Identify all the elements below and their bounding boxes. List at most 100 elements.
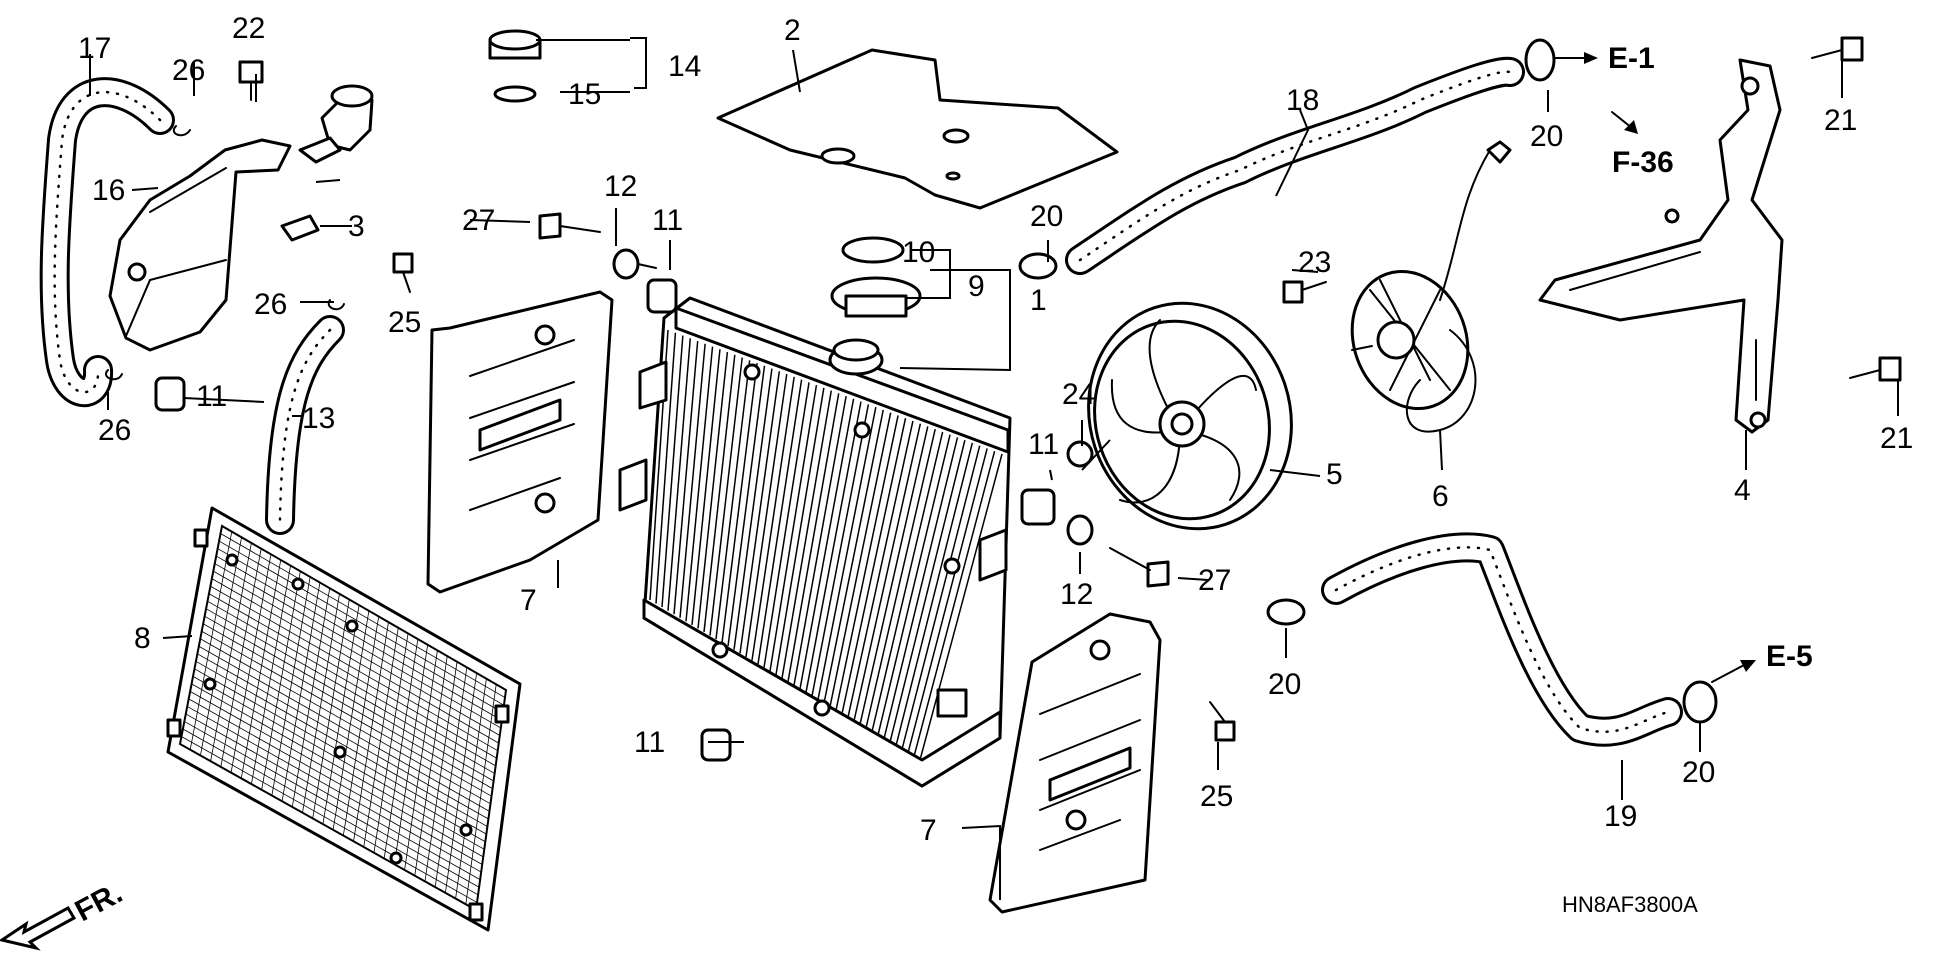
callout-25-b: 25 <box>1200 780 1233 813</box>
radiator-fin <box>667 338 692 611</box>
nut-24 <box>1066 440 1094 468</box>
grille-mesh-line <box>424 661 458 882</box>
ref-label-e5: E-5 <box>1766 640 1813 673</box>
grommet-11-d <box>700 728 732 762</box>
grille-mesh-line <box>261 571 301 790</box>
callout-23: 23 <box>1298 246 1331 279</box>
grille-mesh-line <box>208 593 497 759</box>
ref-arrow-e1 <box>1555 52 1598 64</box>
radiator-fin <box>793 396 847 686</box>
side-shroud-left <box>426 290 614 594</box>
radiator-fin <box>823 409 884 704</box>
bolt-22 <box>238 60 264 101</box>
grille-mesh-line <box>221 525 507 691</box>
radiator-fin <box>685 346 714 622</box>
grille-mesh-line <box>251 565 291 785</box>
hose-13 <box>265 315 345 535</box>
bolt-21-lower <box>1849 356 1902 382</box>
grille-mesh-line <box>184 721 480 888</box>
radiator-fin <box>805 401 862 693</box>
grille-mesh-line <box>383 639 419 859</box>
grille-mesh-line <box>201 630 492 797</box>
side-shroud-right <box>988 612 1162 914</box>
radiator-fin <box>817 407 877 700</box>
callout-5: 5 <box>1326 458 1343 491</box>
radiator-fin <box>913 451 996 757</box>
callout-19: 19 <box>1604 800 1637 833</box>
grille-mesh-line <box>200 638 491 805</box>
grille-mesh-line <box>187 706 482 873</box>
grommet-11-c <box>1020 488 1056 526</box>
ref-label-e1: E-1 <box>1608 42 1655 75</box>
callout-7-left: 7 <box>520 584 537 617</box>
bolt-21-upper <box>1811 36 1864 62</box>
grille-mesh-line <box>189 531 233 750</box>
radiator-cap-9 <box>830 276 922 318</box>
radiator-fin <box>691 349 721 625</box>
grille-mesh-line <box>363 627 399 848</box>
radiator-fin <box>703 354 736 633</box>
grille-mesh-line <box>197 653 489 820</box>
grille-mesh-line <box>434 667 468 888</box>
callout-26-c: 26 <box>98 414 131 447</box>
hose-clamp-20-a <box>1018 252 1058 280</box>
bolt-27-lower <box>1109 547 1170 588</box>
front-label: FR. <box>70 876 128 928</box>
hose-17 <box>39 77 175 407</box>
callout-20-a: 20 <box>1030 200 1063 233</box>
grille-mesh-line <box>312 599 350 819</box>
callout-labels: 1 2 3 4 5 6 7 7 8 9 10 11 11 11 11 12 12… <box>70 12 1914 928</box>
grille-mesh-line <box>210 585 498 752</box>
bolt-27-upper <box>538 212 601 240</box>
radiator-fin <box>781 390 833 679</box>
grille-mesh-line <box>444 672 478 893</box>
callout-11-c: 11 <box>1028 428 1059 461</box>
grille-mesh-line <box>218 540 505 706</box>
callout-16: 16 <box>92 174 125 207</box>
cooling-fan <box>1087 301 1293 531</box>
reserve-tank <box>108 84 374 352</box>
callout-20-c: 20 <box>1268 668 1301 701</box>
grille-mesh-line <box>271 576 311 796</box>
hose-18 <box>1065 56 1525 275</box>
fan-stay-bracket <box>1538 58 1784 434</box>
radiator-fin <box>655 332 677 604</box>
radiator-fin <box>697 351 729 629</box>
callout-11-b: 11 <box>196 380 227 413</box>
radiator-fin <box>871 431 944 732</box>
radiator-fin <box>889 440 966 743</box>
grille-mesh-line <box>213 570 500 736</box>
callout-6: 6 <box>1432 480 1449 513</box>
grille-mesh-line <box>210 542 252 762</box>
grille-mesh-line <box>179 525 223 745</box>
radiator-fin <box>679 343 706 618</box>
ref-arrow-f36 <box>1611 111 1638 134</box>
radiator-fin <box>841 418 907 714</box>
grille-mesh-line <box>220 533 506 698</box>
grille-mesh-line <box>195 660 488 827</box>
callout-8: 8 <box>134 622 151 655</box>
callout-21-b: 21 <box>1880 422 1913 455</box>
radiator-fin <box>895 442 974 746</box>
grille-mesh-line <box>465 684 497 905</box>
callout-4: 4 <box>1734 474 1751 507</box>
grille-mesh-line <box>200 537 242 756</box>
seal-10 <box>841 236 905 264</box>
radiator-fin <box>883 437 959 739</box>
ref-arrow-e5 <box>1711 660 1756 683</box>
clip-3 <box>280 214 320 242</box>
radiator-fin <box>739 371 781 654</box>
radiator-fin <box>715 360 751 640</box>
radiator-fin <box>853 423 922 722</box>
callout-7-right: 7 <box>920 814 937 847</box>
grommet-11-a <box>646 278 678 314</box>
grille-mesh-line <box>207 600 496 767</box>
bolt-25-lower <box>1209 701 1236 742</box>
callout-11-a: 11 <box>652 204 683 237</box>
radiator-fin <box>733 368 773 650</box>
radiator-fin <box>877 434 951 736</box>
radiator-fin <box>721 362 758 643</box>
radiator-fin <box>727 365 766 647</box>
callout-27-b: 27 <box>1198 564 1231 597</box>
